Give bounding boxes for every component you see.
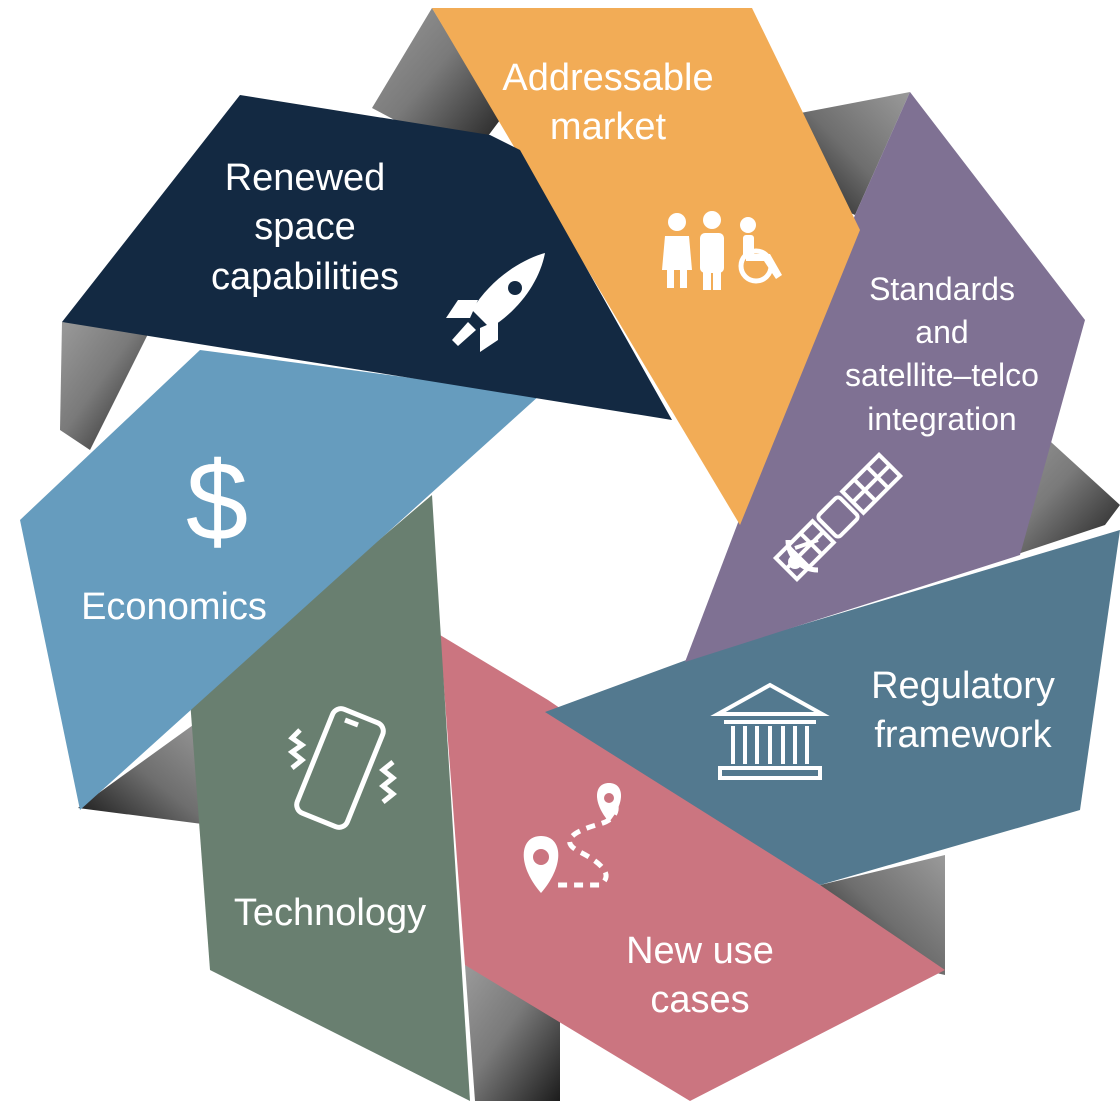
- label-line: Economics: [81, 586, 267, 628]
- label-addressable-market: Addressable market: [478, 54, 738, 153]
- label-line: Addressable: [502, 57, 714, 99]
- label-new-use-cases: New use cases: [595, 927, 805, 1026]
- satellite-icon: [772, 451, 904, 583]
- label-line: and: [915, 314, 969, 351]
- government-building-icon: [710, 682, 830, 780]
- label-line: integration: [867, 400, 1017, 437]
- label-line: space: [254, 206, 356, 249]
- fold-left: [60, 322, 150, 450]
- route-pins-icon: [523, 783, 622, 893]
- label-line: satellite–telco: [845, 357, 1039, 394]
- fold-bottom-right: [820, 855, 945, 975]
- label-line: capabilities: [211, 255, 399, 298]
- vibrating-phone-icon: [287, 706, 398, 830]
- label-line: New use: [626, 930, 774, 972]
- label-line: framework: [874, 714, 1052, 757]
- segment-shape-regulatory-framework: [545, 530, 1120, 885]
- label-line: Regulatory: [871, 665, 1055, 707]
- fold-bottom-left: [78, 720, 210, 825]
- segment-shape-standards: [685, 92, 1085, 662]
- segment-shape-addressable-market: [432, 8, 860, 525]
- segment-shape-new-use-cases: [440, 635, 945, 1101]
- label-standards-integration: Standards and satellite–telco integratio…: [832, 268, 1052, 441]
- segment-shape-economics: [20, 350, 540, 810]
- ribbon-segments: [20, 8, 1120, 1101]
- label-economics: Economics: [60, 583, 288, 632]
- label-renewed-space-capabilities: Renewed space capabilities: [180, 154, 430, 302]
- label-line: market: [549, 106, 667, 149]
- label-technology: Technology: [215, 889, 445, 938]
- label-line: Technology: [233, 892, 427, 934]
- dollar-sign-icon: $: [186, 439, 248, 564]
- label-line: Renewed: [224, 157, 386, 199]
- label-line: cases: [650, 979, 750, 1022]
- segment-shape-renewed-space-capabilities: [62, 95, 672, 420]
- label-line: Standards: [869, 271, 1015, 307]
- label-regulatory-framework: Regulatory framework: [848, 662, 1078, 761]
